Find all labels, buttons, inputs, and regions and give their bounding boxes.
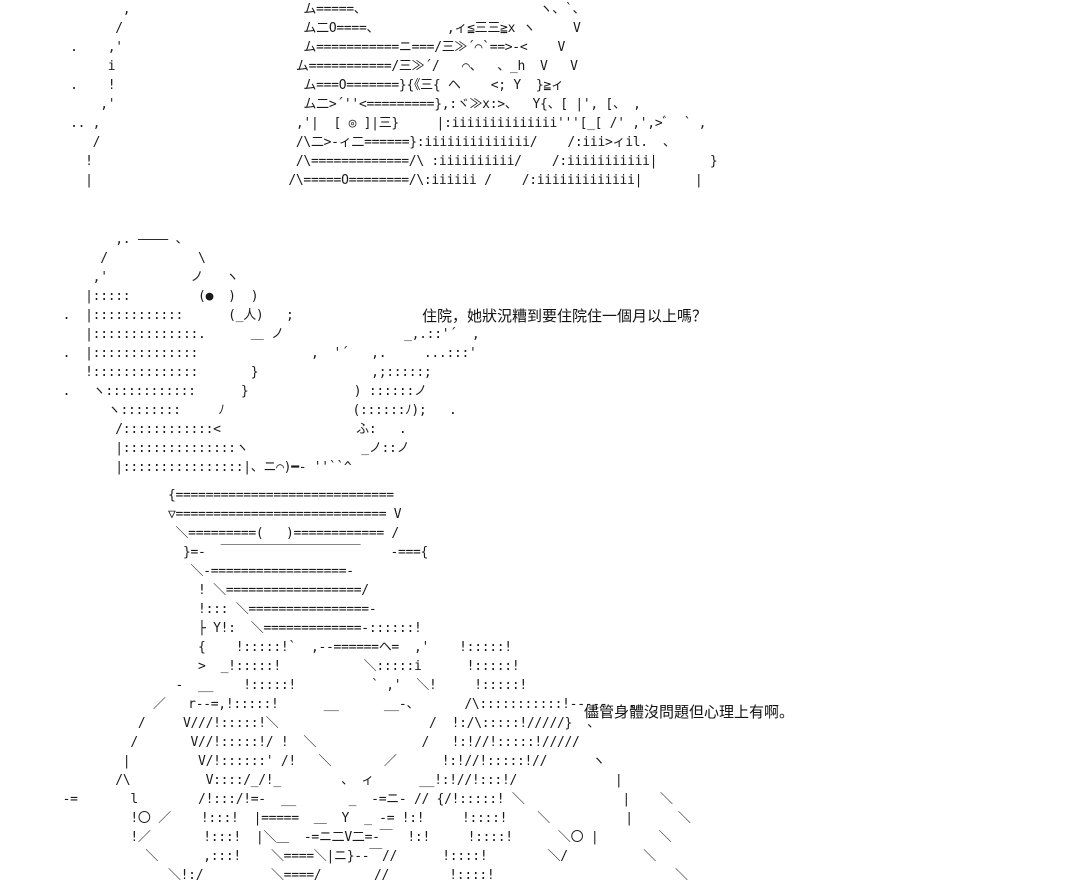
ascii-art-robot-body: {============================= ▽========… bbox=[62, 488, 691, 883]
dialogue-line-2: 儘管身體沒問題但心理上有啊。 bbox=[584, 703, 795, 721]
dialogue-line-1: 住院，她狀況糟到要住院住一個月以上嗎？ bbox=[422, 307, 708, 325]
ascii-art-character-smoking: ,. ―――― 、 / \ ,' ノ ヽ |::::: (● ) ) . |::… bbox=[62, 232, 480, 475]
ascii-art-robot-face: , ム=====、 ヽ、`、 / ム二O====、 ,ィ≦三三≧x ヽ V . … bbox=[70, 2, 718, 188]
